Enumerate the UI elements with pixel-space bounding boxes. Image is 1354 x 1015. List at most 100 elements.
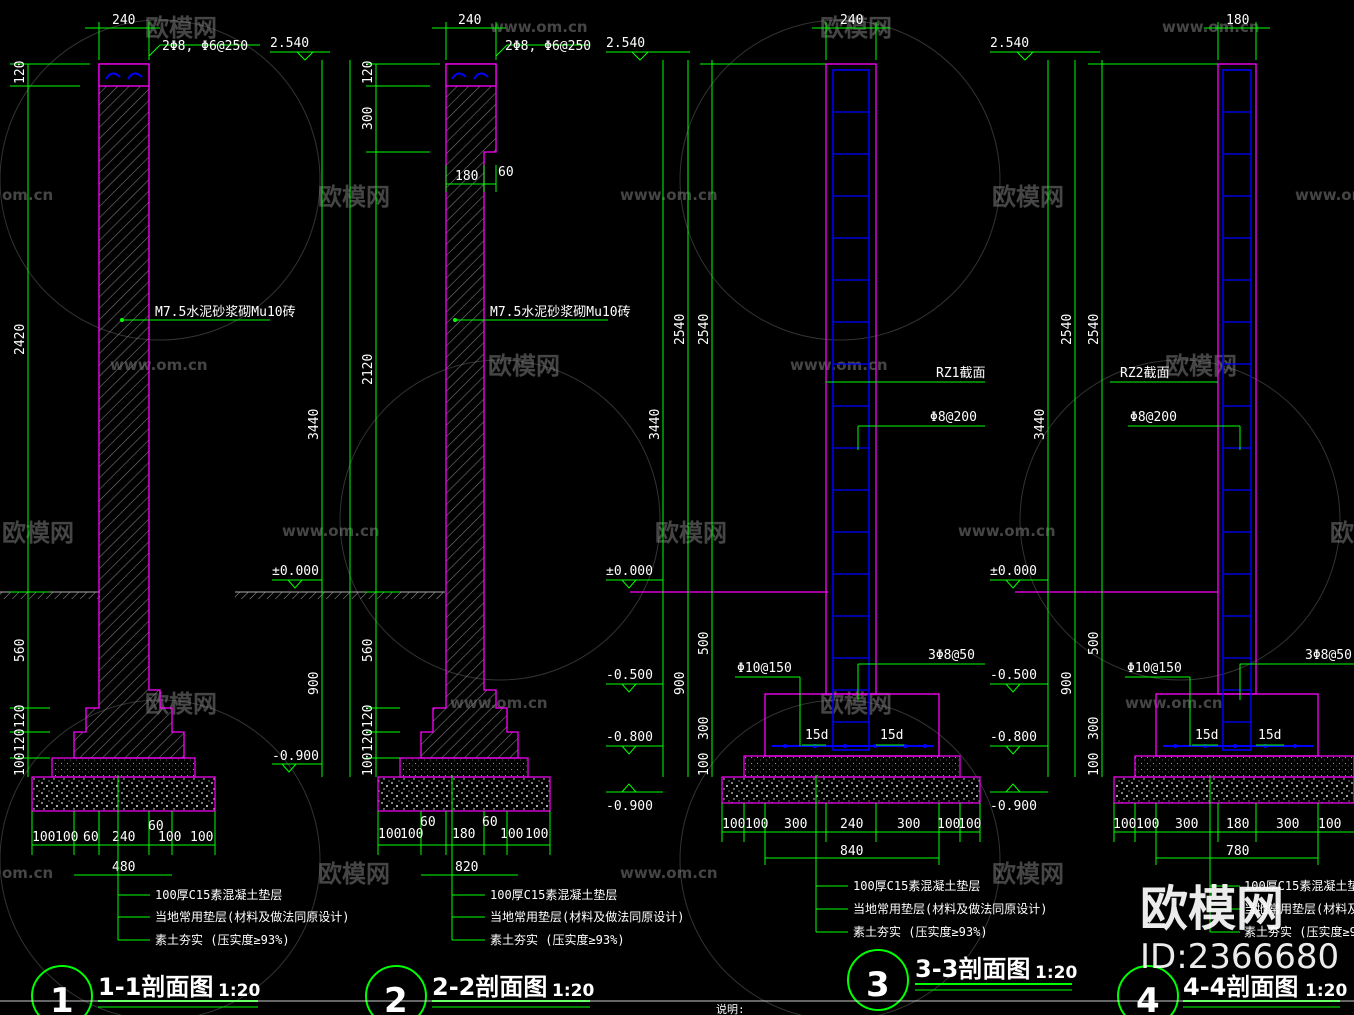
section-2-dim-left-3: 560	[361, 639, 376, 662]
section-1-concrete-pad	[51, 757, 196, 778]
section-1-dim-left-2: 560	[13, 639, 28, 662]
section-2-dim-900: 900	[673, 672, 688, 695]
section-3-stirrups	[832, 69, 870, 751]
watermark-brand: 欧模网	[992, 183, 1064, 211]
section-4-dim-bottom-1: 100	[1136, 817, 1159, 832]
section-3-callout-3: Φ10@150	[737, 661, 792, 676]
section-2-rebar-top: 2Φ8, Φ6@250	[505, 39, 591, 54]
section-2-dim-bottom-2: 60	[420, 815, 436, 830]
section-4-callout-4: 15d	[1195, 728, 1218, 743]
watermark-brand: 欧模网	[820, 690, 892, 718]
corner-watermark: 欧模网 ID:2366680	[1140, 881, 1339, 977]
section-3-dim-bottom-4: 300	[897, 817, 920, 832]
section-3-dim-bottom-1: 100	[745, 817, 768, 832]
watermark-layer: 欧模网 欧模网 欧模网 欧模网 欧模网 欧模网 欧模网 欧模网 欧模网 欧模网 …	[0, 14, 1354, 1015]
section-3-dim-bottom-3: 240	[840, 817, 863, 832]
section-1-note-2: 素土夯实 (压实度≥93%)	[155, 932, 290, 947]
section-2-dim-mid-0: 180	[455, 169, 478, 184]
section-3-dim-top: 240	[840, 13, 863, 28]
section-4-width-total: 780	[1226, 844, 1249, 859]
section-4-callout-2: 3Φ8@50	[1305, 648, 1352, 663]
section-4-dim-top: 180	[1226, 13, 1249, 28]
section-3-note-1: 当地常用垫层(材料及做法同原设计)	[853, 901, 1047, 916]
section-4-note-2: 素土夯实 (压实度≥93%)	[1244, 924, 1354, 939]
section-1-dim-bottom-5: 100	[158, 830, 181, 845]
section-2-dim-3440: 3440	[648, 409, 663, 440]
section-2-dim-bottom-1: 100	[400, 827, 423, 842]
section-2-dim-mid-1: 60	[498, 165, 514, 180]
section-4-note-0: 100厚C15素混凝土垫层	[1244, 878, 1354, 893]
watermark-brand: 欧模网	[1330, 519, 1354, 547]
section-2-dim-left-1: 300	[361, 107, 376, 130]
section-2-number: 2	[384, 981, 408, 1015]
section-4-column	[1217, 63, 1257, 695]
section-3-level-ground: ±0.000	[990, 564, 1037, 579]
section-3-dim-bottom-0: 100	[722, 817, 745, 832]
section-1-level-top: 2.540	[270, 36, 309, 51]
section-1-dim-3440: 3440	[307, 409, 322, 440]
section-3-dim-left-2: 300	[697, 717, 712, 740]
section-1-number: 1	[50, 981, 74, 1015]
section-4-dim-2540-a: 2540	[1060, 314, 1075, 345]
section-2-note-1: 当地常用垫层(材料及做法同原设计)	[490, 909, 684, 924]
section-1-scale: 1:20	[218, 981, 260, 1001]
section-1-dim-bottom-1: 100	[55, 830, 78, 845]
section-3-width-total: 840	[840, 844, 863, 859]
section-1-width-total: 480	[112, 860, 135, 875]
section-4-dim-left-3: 100	[1087, 753, 1102, 776]
section-4-dim-2540-b: 2540	[1087, 314, 1102, 345]
section-3-callout-4: 15d	[805, 728, 828, 743]
section-1-dim-left-4: 120	[13, 729, 28, 752]
section-4-dim-left-1: 500	[1087, 632, 1102, 655]
watermark-brand: 欧模网	[2, 519, 74, 547]
section-3-dim-left-1: 500	[697, 632, 712, 655]
ground-lines	[0, 591, 1218, 599]
section-2-dim-bottom-4: 60	[482, 815, 498, 830]
section-1-1: 2Φ8, Φ6@250 240 M7.5水泥砂浆砌Mu10砖 120 2420 …	[10, 13, 351, 1015]
section-1-mortar-note: M7.5水泥砂浆砌Mu10砖	[155, 305, 296, 320]
section-4-dim-bottom-2: 300	[1175, 817, 1198, 832]
corner-watermark-brand: 欧模网	[1140, 881, 1284, 937]
section-1-rebar-top: 2Φ8, Φ6@250	[162, 39, 248, 54]
section-4-callout-5: 15d	[1258, 728, 1281, 743]
watermark-site: www.om.cn	[1162, 18, 1260, 36]
section-3-stirrup-lines	[833, 111, 869, 723]
section-2-dim-bottom-3: 180	[452, 827, 475, 842]
bottom-label: 说明:	[716, 1002, 745, 1015]
section-1-level-ground: ±0.000	[272, 564, 319, 579]
section-1-dim-left-1: 2420	[13, 324, 28, 355]
section-4-dim-3440: 3440	[1033, 409, 1048, 440]
section-1-dim-left-0: 120	[13, 61, 28, 84]
section-1-dim-left-3: 100	[13, 753, 28, 776]
watermark-site: www.om.cn	[1295, 186, 1354, 204]
section-3-level-top: 2.540	[990, 36, 1029, 51]
section-4-title: 4-4剖面图	[1183, 973, 1298, 1001]
section-1-number-circle	[31, 965, 93, 1015]
watermark-site: www.om.cn	[790, 356, 888, 374]
section-2-title: 2-2剖面图	[432, 973, 547, 1001]
section-4-dim-bottom-5: 100	[1318, 817, 1341, 832]
section-2-dim-left-6: 120	[361, 705, 376, 728]
section-2-mortar-note: M7.5水泥砂浆砌Mu10砖	[490, 305, 631, 320]
section-2-dim-left-4: 100	[361, 753, 376, 776]
watermark-site: www.om.cn	[1125, 694, 1223, 712]
watermark-site: www.om.cn	[282, 522, 380, 540]
watermark-brand: 欧模网	[655, 519, 727, 547]
section-3-note-2: 素土夯实 (压实度≥93%)	[853, 924, 988, 939]
section-1-title: 1-1剖面图	[98, 973, 213, 1001]
section-4-callout-1: Φ8@200	[1130, 410, 1177, 425]
section-1-dim-bottom-6: 100	[190, 830, 213, 845]
section-3-title: 3-3剖面图	[915, 955, 1030, 983]
section-3-callout-0: RZ1截面	[936, 366, 985, 381]
section-2-dim-left-2: 2120	[361, 354, 376, 385]
section-2-note-2: 素土夯实 (压实度≥93%)	[490, 932, 625, 947]
section-4-dim-bottom-0: 100	[1113, 817, 1136, 832]
section-1-dim-bottom-4: 60	[148, 819, 164, 834]
section-2-note-0: 100厚C15素混凝土垫层	[490, 887, 617, 902]
section-4-dim-bottom-3: 180	[1226, 817, 1249, 832]
section-1-dim-bottom-3: 240	[112, 830, 135, 845]
section-3-callout-5: 15d	[880, 728, 903, 743]
section-2-dim-2540-b: 2540	[697, 314, 712, 345]
watermark-site: om.cn	[2, 864, 53, 882]
section-2-level-ground: ±0.000	[606, 564, 653, 579]
